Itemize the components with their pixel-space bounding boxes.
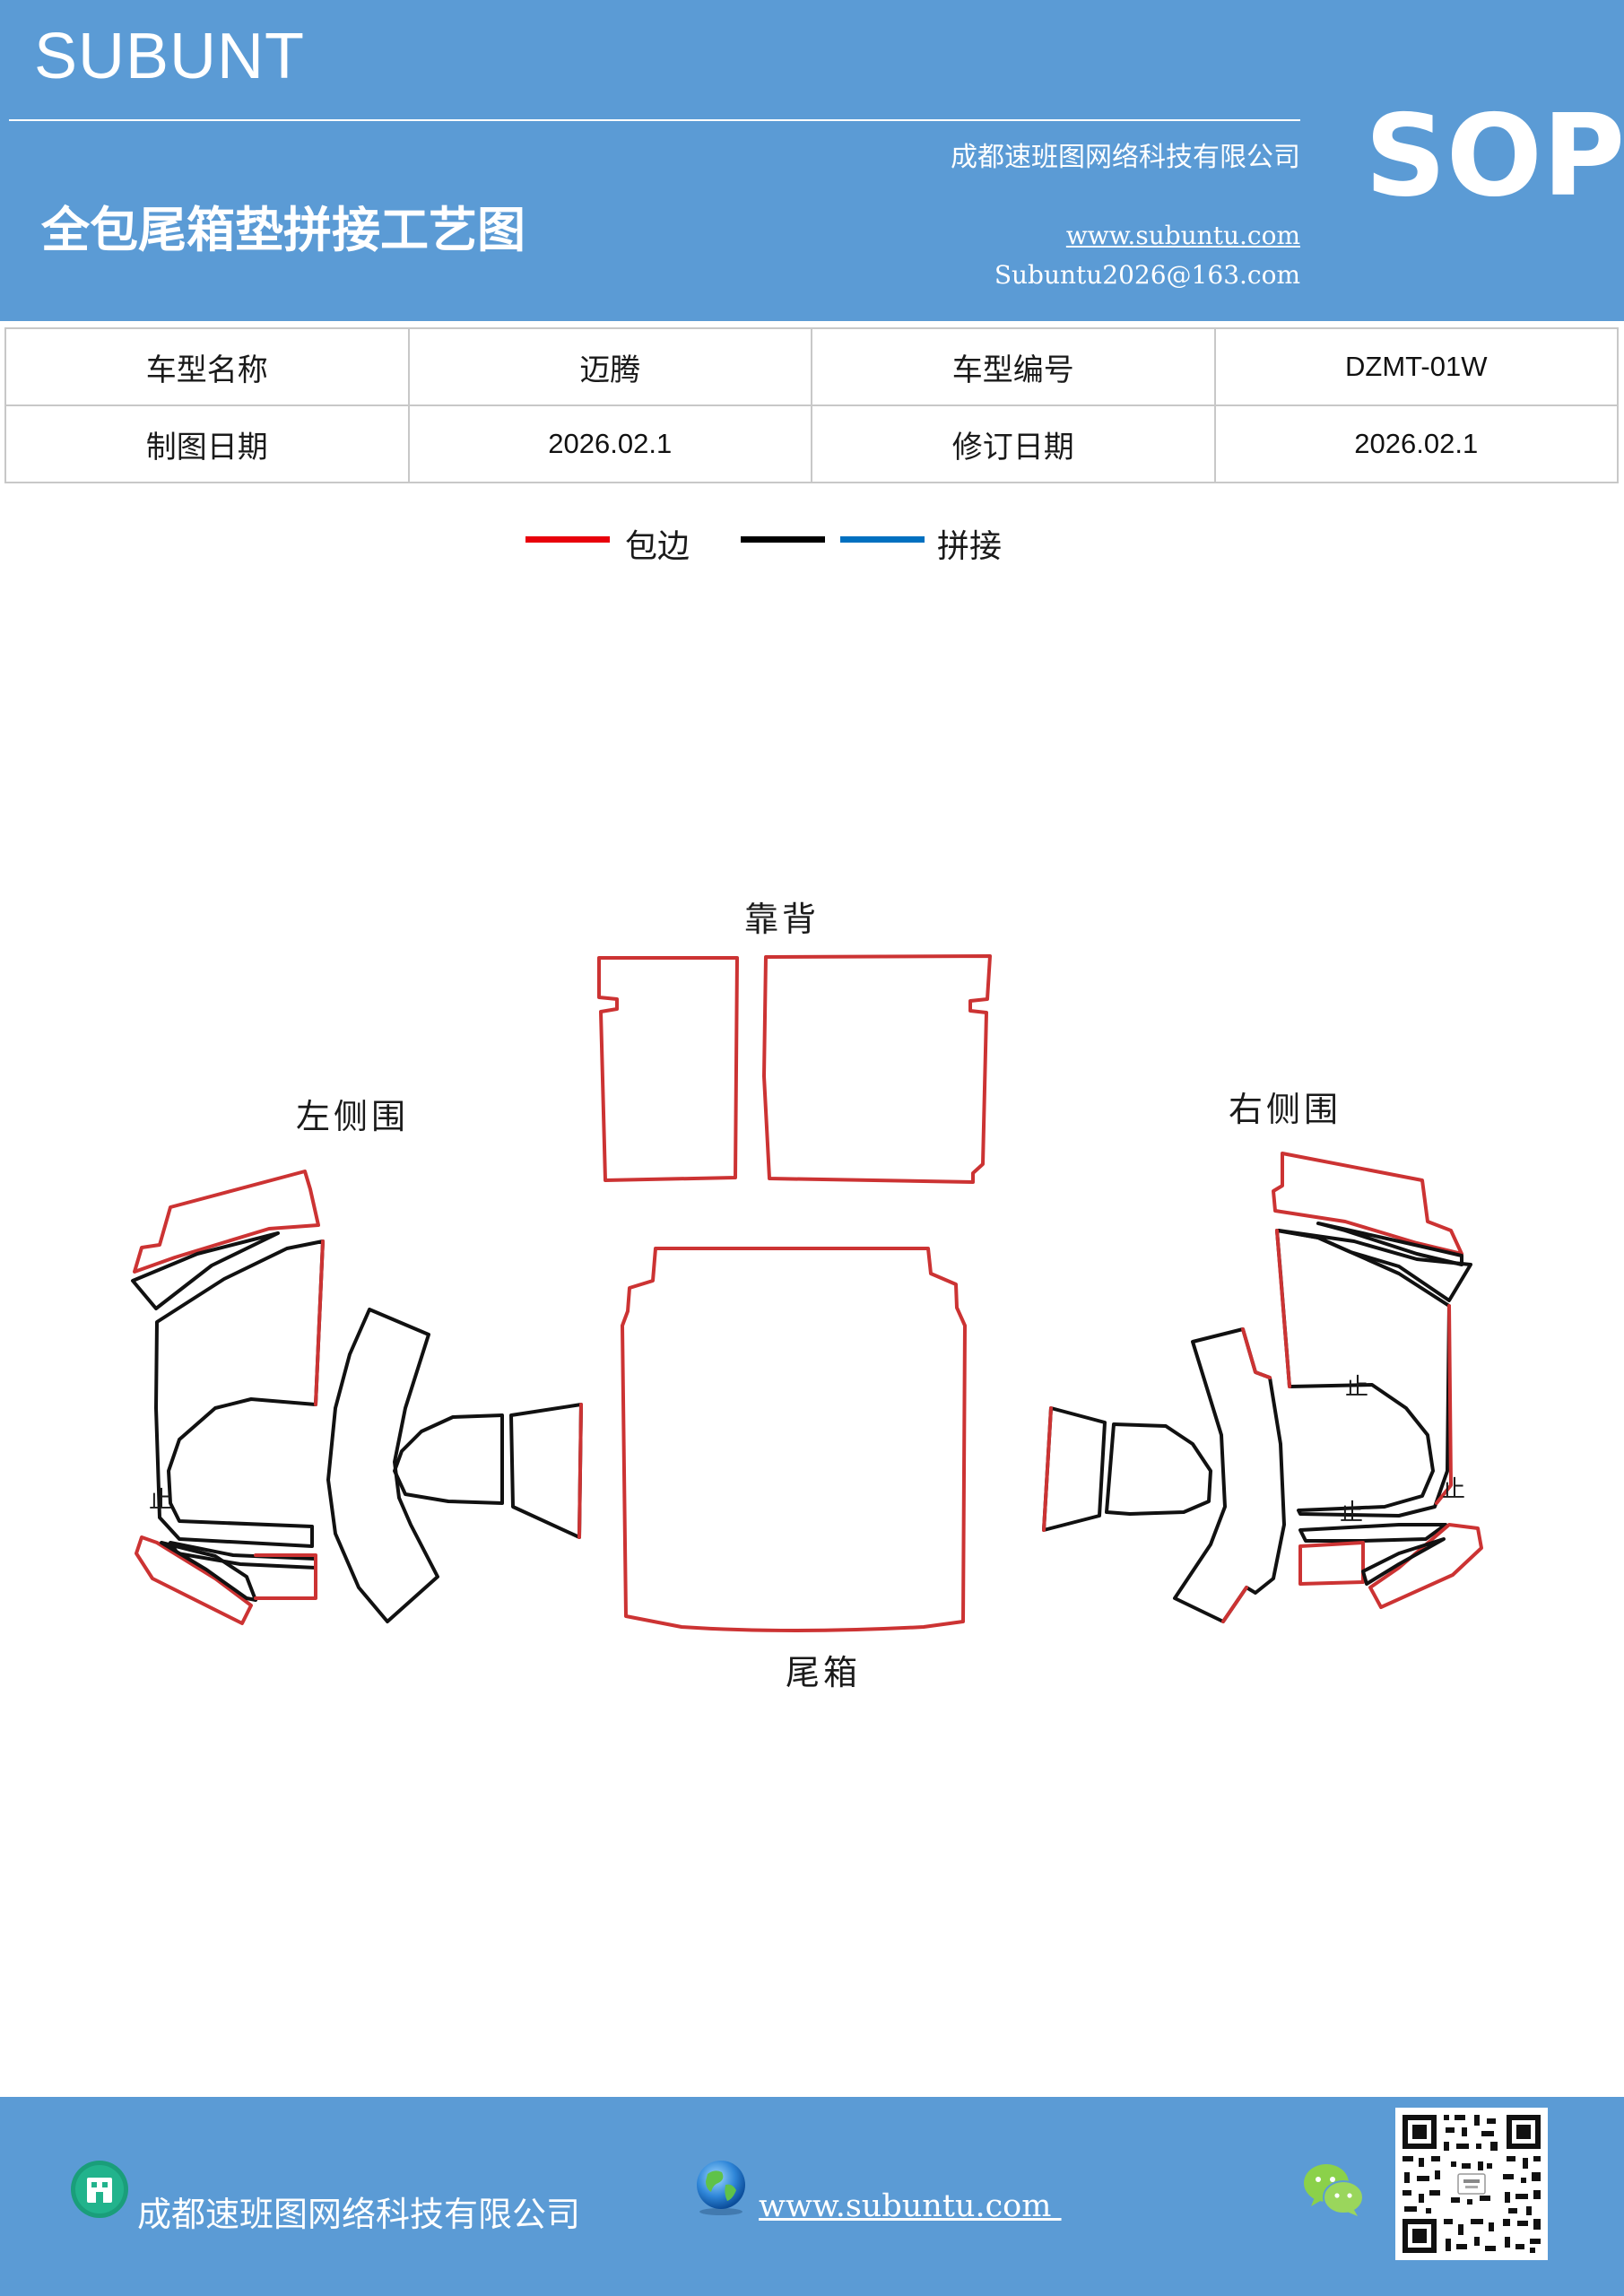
left-lower-red-tab bbox=[135, 1535, 253, 1625]
left-quad-red-edge bbox=[578, 1403, 583, 1539]
qr-code-icon bbox=[1395, 2108, 1548, 2260]
right-red-edge-2 bbox=[1435, 1304, 1453, 1505]
model-code-label: 车型编号 bbox=[811, 327, 1216, 406]
model-code-value: DZMT-01W bbox=[1213, 327, 1619, 406]
left-wheel-panel bbox=[393, 1413, 504, 1505]
trunk-floor-panel bbox=[621, 1247, 967, 1632]
footer-website-link[interactable]: www.subuntu.com bbox=[759, 2188, 1062, 2224]
left-quad-panel bbox=[509, 1403, 583, 1539]
table-row: 车型名称 迈腾 车型编号 DZMT-01W bbox=[4, 327, 1619, 406]
revise-date-value: 2026.02.1 bbox=[1213, 404, 1619, 483]
header-company-name: 成都速班图网络科技有限公司 bbox=[951, 142, 1300, 173]
model-name-value: 迈腾 bbox=[407, 327, 812, 406]
left-upper-red-panel bbox=[133, 1170, 320, 1274]
right-wheel-arch-outline bbox=[1275, 1229, 1451, 1518]
right-quad-panel bbox=[1042, 1406, 1107, 1532]
stop-mark-left: 止 bbox=[149, 1487, 173, 1514]
right-arch-panel bbox=[1173, 1327, 1286, 1623]
left-arch-panel bbox=[326, 1308, 439, 1623]
vehicle-info-table: 车型名称 迈腾 车型编号 DZMT-01W 制图日期 2026.02.1 修订日… bbox=[4, 327, 1619, 483]
building-icon bbox=[71, 2161, 128, 2218]
backrest-left-panel bbox=[597, 956, 739, 1182]
draw-date-label: 制图日期 bbox=[4, 404, 410, 483]
right-lower-strip bbox=[1298, 1523, 1447, 1543]
legend-splice-black-line bbox=[741, 536, 825, 543]
backrest-label: 靠背 bbox=[744, 900, 821, 939]
right-strip-black bbox=[1316, 1222, 1463, 1266]
table-row: 制图日期 2026.02.1 修订日期 2026.02.1 bbox=[4, 404, 1619, 483]
right-lower-piece bbox=[1361, 1537, 1446, 1586]
brand-name: SUBUNT bbox=[34, 21, 306, 92]
right-wheel-panel bbox=[1105, 1422, 1212, 1516]
legend-splice-blue-line bbox=[840, 536, 925, 543]
sop-badge: SOP bbox=[1365, 90, 1624, 222]
right-side-label: 右侧围 bbox=[1229, 1090, 1342, 1129]
left-red-edge bbox=[314, 1239, 325, 1406]
right-arch-red-edge bbox=[1221, 1327, 1272, 1623]
left-strip-black-2 bbox=[154, 1239, 325, 1548]
right-upper-red-panel bbox=[1272, 1152, 1463, 1256]
header-website-link[interactable]: www.subuntu.com bbox=[1065, 221, 1300, 250]
legend-edge-label: 包边 bbox=[625, 528, 690, 565]
document-title: 全包尾箱垫拼接工艺图 bbox=[41, 202, 525, 258]
right-lower-red-tab bbox=[1368, 1523, 1483, 1609]
backrest-right-panel bbox=[762, 954, 992, 1184]
legend: 包边 拼接 bbox=[0, 520, 1624, 574]
left-strip-black bbox=[131, 1231, 280, 1310]
revise-date-label: 修订日期 bbox=[811, 404, 1216, 483]
legend-edge-line bbox=[525, 536, 610, 543]
header-email: Subuntu2026@163.com bbox=[994, 260, 1300, 290]
left-side-label: 左侧围 bbox=[296, 1097, 410, 1136]
draw-date-value: 2026.02.1 bbox=[407, 404, 812, 483]
stop-mark-right-upper: 止 bbox=[1345, 1374, 1369, 1401]
right-red-edge bbox=[1275, 1229, 1291, 1388]
right-quad-red-edge bbox=[1042, 1406, 1053, 1532]
left-lower-red-rect bbox=[254, 1553, 317, 1600]
stop-mark-right-lower: 止 bbox=[1340, 1500, 1364, 1526]
right-lower-red-rect bbox=[1298, 1541, 1365, 1586]
wechat-icon bbox=[1304, 2164, 1364, 2216]
globe-icon bbox=[697, 2161, 745, 2215]
header-divider bbox=[9, 119, 1300, 121]
legend-splice-label: 拼接 bbox=[937, 528, 1003, 565]
model-name-label: 车型名称 bbox=[4, 327, 410, 406]
footer-company-name: 成都速班图网络科技有限公司 bbox=[137, 2195, 581, 2234]
stop-mark-right-edge: 止 bbox=[1442, 1476, 1466, 1503]
header-banner bbox=[0, 0, 1624, 321]
trunk-label: 尾箱 bbox=[786, 1653, 862, 1692]
